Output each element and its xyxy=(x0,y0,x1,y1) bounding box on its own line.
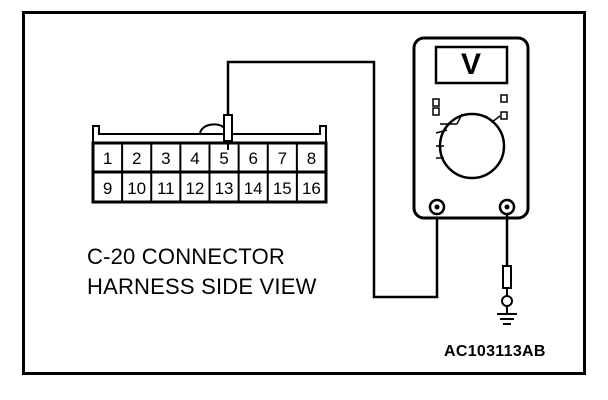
caption-line-2: HARNESS SIDE VIEW xyxy=(87,274,317,299)
pin-label: 9 xyxy=(103,179,112,198)
pin-label: 16 xyxy=(302,179,321,198)
range-mark xyxy=(500,111,508,120)
ground-icon xyxy=(497,313,517,325)
pin-label: 3 xyxy=(161,149,170,168)
pin-label: 13 xyxy=(215,179,234,198)
pin-label: 4 xyxy=(190,149,199,168)
pin-dividers xyxy=(121,143,298,202)
probe-icon xyxy=(223,114,233,150)
pin-label: 10 xyxy=(127,179,146,198)
pins-bottom-row: 9 10 11 12 13 14 15 16 xyxy=(103,179,321,198)
pin-label: 8 xyxy=(307,149,316,168)
range-mark xyxy=(432,107,440,116)
pins-top-row: 1 2 3 4 5 6 7 8 xyxy=(103,149,316,168)
wire-loop xyxy=(199,123,225,135)
pin-label: 12 xyxy=(185,179,204,198)
pin-label: 2 xyxy=(132,149,141,168)
range-mark xyxy=(432,98,440,107)
ground-lead xyxy=(501,214,513,314)
multimeter-icon: V xyxy=(412,36,530,220)
figure-id: AC103113AB xyxy=(444,343,546,360)
pin-label: 5 xyxy=(219,149,228,168)
pin-label: 7 xyxy=(278,149,287,168)
display-symbol: V xyxy=(461,48,481,81)
range-mark xyxy=(500,94,508,103)
pin-label: 14 xyxy=(244,179,263,198)
diagram-frame xyxy=(22,11,586,375)
pin-label: 15 xyxy=(273,179,292,198)
caption-line-1: C-20 CONNECTOR xyxy=(87,244,285,269)
multimeter-display xyxy=(434,45,509,85)
pin-label: 1 xyxy=(103,149,112,168)
pin-label: 6 xyxy=(248,149,257,168)
connector-outline xyxy=(92,125,327,143)
pin-label: 11 xyxy=(157,179,175,198)
test-lead-positive xyxy=(226,60,439,299)
